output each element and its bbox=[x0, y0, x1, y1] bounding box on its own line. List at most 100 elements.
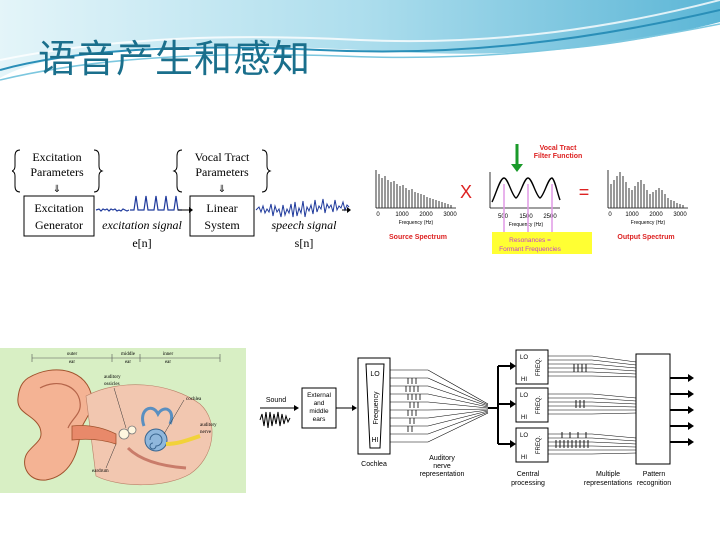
equals-symbol: = bbox=[579, 182, 590, 202]
filter-tick-2500: 2500 bbox=[543, 214, 557, 220]
down-arrow-icon: ⇓ bbox=[218, 184, 226, 195]
external-ears-line3: middle bbox=[309, 408, 329, 415]
output-tick-2000: 2000 bbox=[649, 212, 663, 218]
sound-label: Sound bbox=[266, 397, 286, 404]
excitation-generator-line1: Excitation bbox=[34, 201, 83, 215]
source-spectrum-plot bbox=[375, 170, 456, 209]
auditory-nerve-line1: Auditory bbox=[429, 455, 455, 462]
inner-ear-label-2: ear bbox=[165, 360, 171, 365]
nerve-label-1: auditory bbox=[200, 423, 217, 428]
auditory-nerve-line3: representation bbox=[420, 471, 465, 478]
middle-ear-label-2: ear bbox=[125, 360, 131, 365]
sound-waveform bbox=[259, 411, 291, 429]
auditory-nerve-shape bbox=[165, 434, 201, 446]
excitation-params-line1: Excitation bbox=[32, 150, 81, 164]
source-tick-2000: 2000 bbox=[419, 212, 433, 218]
multiply-symbol: X bbox=[460, 182, 472, 202]
speech-symbol: s[n] bbox=[295, 236, 314, 250]
pattern-recognition-line2: recognition bbox=[637, 480, 671, 487]
filter-axis-label: Frequency (Hz) bbox=[509, 222, 544, 228]
output-tick-1000: 1000 bbox=[625, 212, 639, 218]
freq-top-label: FREQ. bbox=[536, 358, 542, 377]
pattern-recognition-box bbox=[635, 353, 671, 465]
cochlea-label: cochlea bbox=[186, 397, 202, 402]
spike-trains bbox=[405, 378, 421, 432]
vocal-tract-params-line1: Vocal Tract bbox=[195, 150, 250, 164]
middle-ear-label-1: middle bbox=[121, 352, 136, 357]
freq-box-top: LO HI FREQ. bbox=[515, 349, 549, 385]
filter-tick-1500: 1500 bbox=[519, 214, 533, 220]
source-tick-0: 0 bbox=[376, 212, 380, 218]
source-tick-3000: 3000 bbox=[443, 212, 457, 218]
source-spectrum-label: Source Spectrum bbox=[389, 234, 447, 241]
resonance-highlight bbox=[492, 232, 592, 254]
filter-title-line2: Filter Function bbox=[534, 153, 583, 160]
excitation-params-line2: Parameters bbox=[30, 165, 84, 179]
cochlea-frequency-label: Frequency bbox=[373, 391, 380, 425]
freq-mid-label: FREQ. bbox=[536, 396, 542, 415]
source-tick-1000: 1000 bbox=[395, 212, 409, 218]
external-ears-line2: and bbox=[314, 400, 325, 407]
representation-lines bbox=[548, 355, 637, 455]
central-processing-line2: processing bbox=[511, 480, 545, 487]
multiple-representations-line1: Multiple bbox=[596, 471, 620, 478]
auditory-processing-diagram: Sound External and middle ears LO HI Fre… bbox=[252, 348, 702, 493]
down-arrow-icon: ⇓ bbox=[53, 184, 61, 195]
freq-bot-hi: HI bbox=[521, 455, 527, 461]
nerve-label-2: nerve bbox=[200, 430, 212, 435]
outer-ear-label-1: outer bbox=[67, 352, 78, 357]
excitation-signal-waveform bbox=[95, 195, 182, 212]
filter-title-line1: Vocal Tract bbox=[540, 145, 578, 152]
ossicles-label-2: ossicles bbox=[104, 382, 120, 387]
freq-top-hi: HI bbox=[521, 377, 527, 383]
excitation-signal-label: excitation signal bbox=[102, 218, 182, 232]
output-spectrum-plot bbox=[607, 170, 688, 209]
freq-bot-lo: LO bbox=[520, 433, 528, 439]
linear-system-line1: Linear bbox=[206, 201, 237, 215]
freq-mid-lo: LO bbox=[520, 393, 528, 399]
auditory-nerve-line2: nerve bbox=[433, 463, 451, 470]
eardrum-label: eardrum bbox=[92, 469, 109, 474]
cochlea-label: Cochlea bbox=[361, 461, 387, 468]
speech-signal-label: speech signal bbox=[272, 218, 338, 232]
output-tick-0: 0 bbox=[608, 212, 612, 218]
central-processing-line1: Central bbox=[517, 471, 540, 478]
freq-box-middle: LO HI FREQ. bbox=[515, 387, 549, 423]
output-tick-3000: 3000 bbox=[673, 212, 687, 218]
freq-box-bottom: LO HI FREQ. bbox=[515, 427, 549, 463]
linear-system-line2: System bbox=[204, 218, 240, 232]
filter-function-curve bbox=[491, 177, 561, 203]
external-ears-line1: External bbox=[307, 392, 331, 399]
inner-ear-label-1: inner bbox=[163, 352, 174, 357]
freq-bot-label: FREQ. bbox=[536, 436, 542, 455]
multiple-representations-line2: representations bbox=[584, 480, 633, 487]
ear-anatomy-illustration: outer ear middle ear inner ear auditory … bbox=[0, 348, 246, 493]
representation-spikes bbox=[555, 364, 589, 448]
nerve-fibers bbox=[390, 369, 489, 443]
vocal-tract-params-line2: Parameters bbox=[195, 165, 249, 179]
excitation-symbol: e[n] bbox=[132, 236, 151, 250]
ossicles-label-1: auditory bbox=[104, 375, 121, 380]
cochlea-hi-label: HI bbox=[372, 437, 379, 444]
pattern-recognition-line1: Pattern bbox=[643, 471, 666, 478]
output-arrows bbox=[670, 374, 694, 446]
cochlea-lo-label: LO bbox=[370, 371, 380, 378]
speech-production-diagram: Excitation Parameters ⇓ Vocal Tract Para… bbox=[12, 142, 352, 260]
resonance-label-line1: Resonances = bbox=[509, 237, 551, 244]
header-wave-decoration bbox=[0, 0, 720, 81]
linear-system-box bbox=[189, 195, 255, 237]
excitation-generator-line2: Generator bbox=[35, 218, 83, 232]
output-spectrum-label: Output Spectrum bbox=[617, 234, 674, 241]
external-ears-line4: ears bbox=[313, 416, 326, 423]
resonance-label-line2: Formant Frequencies bbox=[499, 246, 562, 253]
freq-top-lo: LO bbox=[520, 355, 528, 361]
speech-signal-waveform bbox=[255, 198, 350, 218]
source-filter-spectrum-diagram: 0 1000 2000 3000 Frequency (Hz) Source S… bbox=[366, 140, 708, 260]
output-axis-label: Frequency (Hz) bbox=[631, 220, 666, 226]
freq-mid-hi: HI bbox=[521, 415, 527, 421]
outer-ear-label-2: ear bbox=[69, 360, 75, 365]
slide-title: 语音产生和感知 bbox=[38, 37, 312, 81]
source-axis-label: Frequency (Hz) bbox=[399, 220, 434, 226]
excitation-generator-box bbox=[23, 195, 95, 237]
